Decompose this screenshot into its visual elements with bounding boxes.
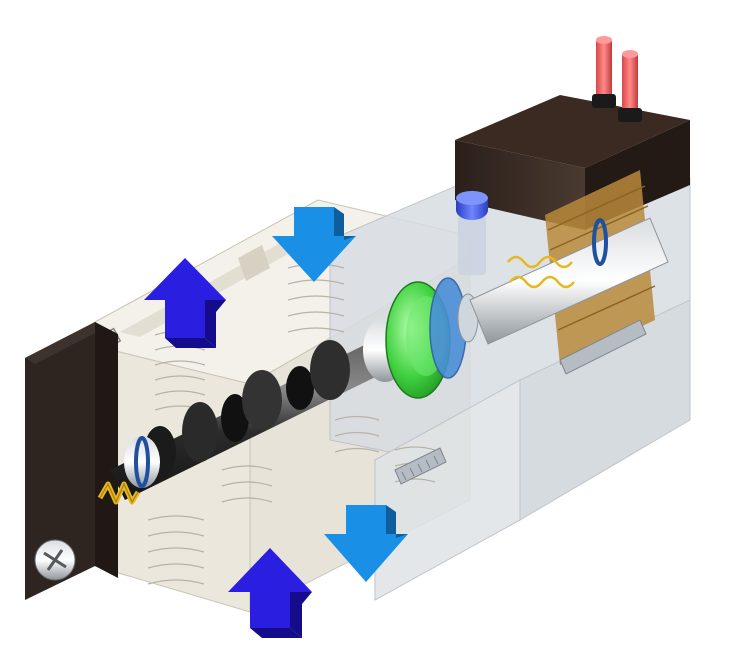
screw-head-icon [34, 539, 76, 581]
connector-pin-icon [592, 36, 616, 108]
spring-icon [97, 481, 141, 505]
seal-ring [134, 436, 150, 488]
manual-override [456, 191, 488, 275]
spring-icon [507, 255, 573, 269]
arrow-up-icon [228, 548, 312, 638]
arrow-down-icon [272, 207, 356, 282]
arrow-up-icon [144, 258, 226, 348]
arrow-down-icon [324, 505, 408, 582]
end-cap [25, 322, 118, 600]
fastener-screws [394, 319, 647, 485]
connector-pin-icon [618, 50, 642, 122]
solenoid-armature [469, 217, 669, 345]
